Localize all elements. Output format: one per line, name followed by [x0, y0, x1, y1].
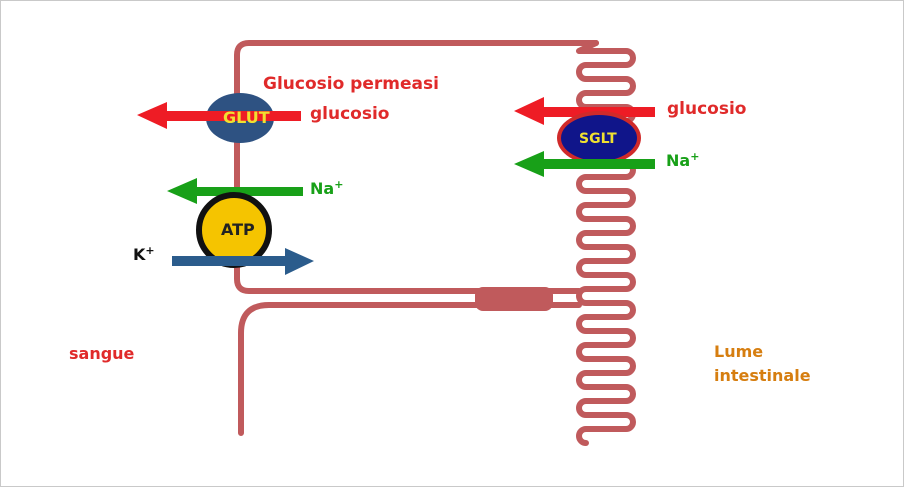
tight-junction: [475, 287, 553, 311]
cell-membrane-outline: [234, 40, 599, 294]
glucosio-right-label: glucosio: [667, 99, 746, 119]
sangue-label: sangue: [69, 344, 135, 363]
potassium-in-arrow: [172, 248, 314, 275]
microvilli-brush-border: [576, 40, 636, 446]
glucose-out-arrow: [137, 102, 301, 129]
sglt-label: SGLT: [579, 131, 617, 147]
glucosio-permeasi-label: Glucosio permeasi: [263, 74, 439, 94]
lower-cell-outline: [238, 302, 582, 436]
sodium-out-arrow: [167, 178, 303, 204]
k-label: K+: [133, 244, 155, 264]
glut-label: GLUT: [223, 108, 270, 127]
sodium-in-arrow: [514, 151, 655, 177]
glucose-in-arrow: [514, 97, 655, 125]
na-right-label: Na+: [666, 150, 699, 170]
lume-intestinale-label: Lume intestinale: [714, 342, 811, 385]
glucosio-left-label: glucosio: [310, 104, 389, 124]
na-left-label: Na+: [310, 178, 343, 198]
atp-label: ATP: [221, 220, 255, 239]
